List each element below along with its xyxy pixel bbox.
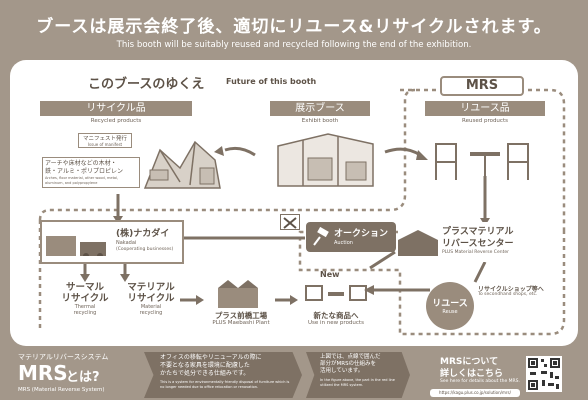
note-jp1: 上図では、点線で囲んだ [320, 354, 381, 360]
auction-cross-icon [280, 214, 300, 230]
mrs-towa: とは? [66, 370, 100, 385]
material-sub1: Material [140, 304, 162, 310]
manifest-label: マニフェスト発行 [82, 136, 127, 142]
gavel-icon [313, 227, 329, 246]
qr-code-icon[interactable] [526, 356, 562, 392]
thermal-recycle: サーマル リサイクル Thermal recycling [54, 282, 116, 316]
center-line1: プラスマテリアル [442, 227, 514, 237]
nakadai-sub2: (Cooperating businesses) [116, 247, 174, 252]
materials-jp1: アーチや床材などの木材・ [45, 160, 117, 167]
url-link[interactable]: https://kagu.plus.co.jp/solution/mrs/ [430, 389, 520, 397]
center-sub: PLUS Material Reverse Center [442, 250, 509, 255]
recycled-label: リサイクル品 [40, 101, 192, 116]
reuse-shop-en: To secondhand shops, etc. [478, 292, 538, 297]
warehouse-icon [398, 230, 438, 256]
material-recycle: マテリアル リサイクル Material recycling [120, 282, 182, 316]
note-en: In the figure above, the part in the red… [320, 378, 395, 387]
nakadai-label: (株)ナカダイ [116, 229, 170, 239]
materials-jp2: 鉄・アルミ・ポリプロピレン [45, 168, 123, 175]
plant-label: プラス前橋工場 [214, 311, 268, 320]
auction-box: オークション Auction [306, 222, 396, 252]
reused-chairs-illustration [435, 143, 529, 180]
new-products-icon [305, 285, 367, 301]
desc-jp2: 不要となる家具を環境に配慮した [160, 362, 250, 369]
exhibit-booth-illustration [277, 133, 374, 187]
thermal-sub1: Thermal [74, 304, 96, 310]
reuse-shop-jp: リサイクルショップ等へ [478, 286, 544, 293]
mrs-description: オフィスの移転やリニューアルの際に 不要となる家具を環境に配慮した かたちで処分… [144, 352, 302, 398]
more-jp2: 詳しくはこちら [440, 369, 504, 379]
auction-sub: Auction [334, 240, 353, 246]
new-products-sub-wrap: Use in new products [298, 320, 374, 326]
future-title: このブースのゆくえ [88, 77, 205, 92]
note-jp3: 活用しています。 [320, 368, 364, 374]
material-sub2: recycling [139, 310, 163, 316]
arrow-booth-to-reuse [384, 147, 421, 157]
arrow-booth-to-recycle [224, 146, 256, 157]
reuse-circle: リユース Reuse [426, 282, 474, 330]
header-title: ブースは展示会終了後、適切にリユース&リサイクルされます。 [36, 17, 552, 37]
header-subtitle: This booth will be suitably reused and r… [116, 40, 472, 50]
mrs-note: 上図では、点線で囲んだ 部分がMRSの仕組みを 活用しています。 In the … [306, 352, 410, 398]
thermal-line1: サーマル [65, 282, 104, 293]
future-subtitle: Future of this booth [226, 77, 317, 86]
center-line2: リバースセンター [442, 239, 514, 249]
mrs-jp: マテリアルリバースシステム [18, 353, 109, 361]
recycled-sub: Recycled products [90, 118, 142, 124]
nakadai-box: (株)ナカダイ Nakadai (Cooperating businesses) [40, 220, 184, 264]
mrs-dotted-outline-2 [38, 88, 416, 221]
note-jp2: 部分がMRSの仕組みを [320, 361, 377, 367]
exhibit-label: 展示ブース [270, 101, 370, 116]
reuse-sub: Reuse [442, 309, 458, 315]
mrs-dotted-outline [298, 88, 566, 336]
reuse-label: リユース [432, 299, 468, 309]
more-jp1: MRSについて [440, 357, 499, 367]
thermal-sub2: recycling [73, 310, 97, 316]
new-products-sub: Use in new products [308, 320, 364, 326]
scrap-pile-illustration [143, 140, 221, 189]
mrs-en: MRS (Material Reverse System) [18, 387, 105, 393]
plant-sub: PLUS Maebashi Plant [204, 320, 278, 326]
exhibit-sub: Exhibit booth [301, 118, 339, 124]
manifest-sub: Issue of manifest [87, 142, 123, 147]
desc-jp1: オフィスの移転やリニューアルの際に [160, 354, 262, 361]
more-en: See here for details about the MRS. [440, 379, 520, 384]
reused-label: リユース品 [425, 101, 545, 116]
plant-sub-text: PLUS Maebashi Plant [212, 320, 270, 326]
material-line1: マテリアル [127, 282, 175, 293]
mrs-tab: MRS [440, 76, 524, 96]
material-line2: リサイクル [127, 293, 175, 304]
manifest-box: マニフェスト発行 Issue of manifest [78, 133, 132, 148]
reused-sub: Reused products [462, 118, 508, 124]
nakadai-factory-icon [46, 236, 106, 256]
materials-en: Arches, floor material, other wood, meta… [45, 176, 119, 185]
center-box: プラスマテリアル リバースセンター PLUS Material Reverse … [398, 222, 558, 262]
nakadai-sub1: Nakadai [116, 240, 137, 246]
plant-icon [218, 280, 258, 308]
auction-label: オークション [334, 229, 389, 239]
thermal-line2: リサイクル [61, 293, 109, 304]
new-badge: New [320, 270, 340, 279]
mrs-big: MRS [18, 361, 68, 385]
desc-en: This is a system for environmentally fri… [160, 380, 290, 389]
new-products-label: 新たな商品へ [313, 311, 359, 320]
desc-jp3: かたちで処分できる仕組みです。 [160, 370, 250, 377]
materials-box: アーチや床材などの木材・ 鉄・アルミ・ポリプロピレン Arches, floor… [42, 157, 140, 188]
